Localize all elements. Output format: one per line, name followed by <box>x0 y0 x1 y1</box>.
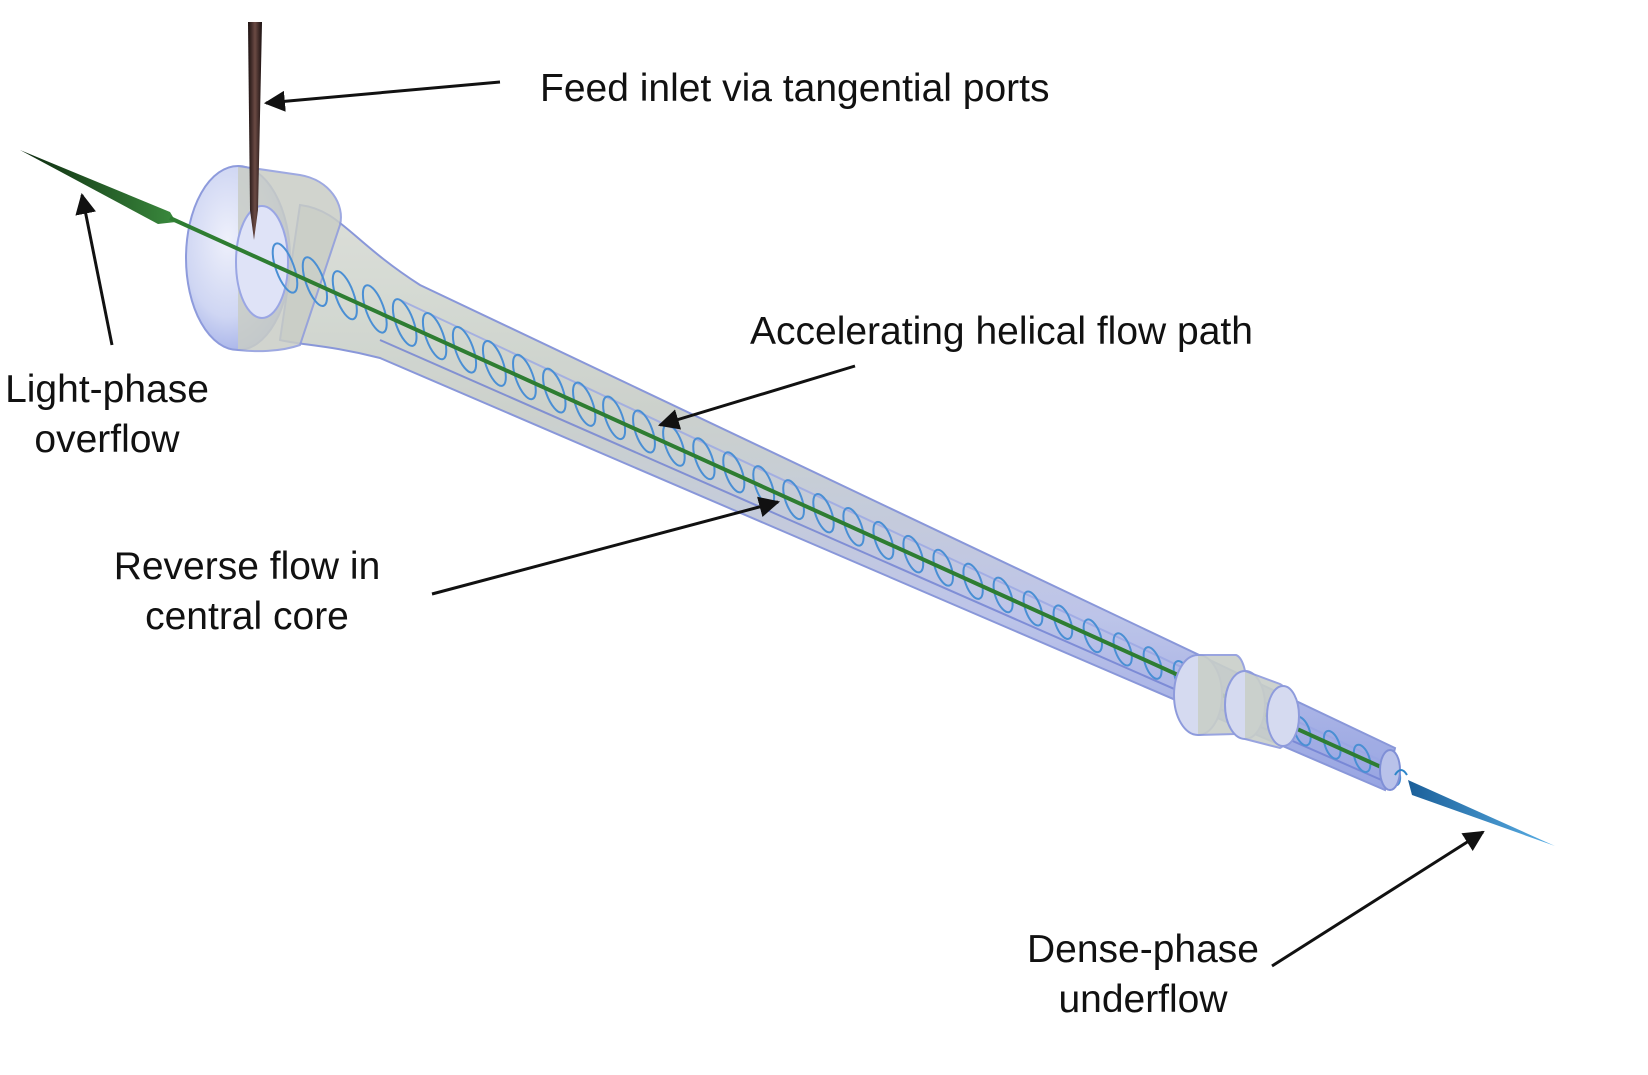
label-light-phase-line1: Light-phase <box>5 368 209 411</box>
helix-coil <box>782 479 805 521</box>
helix-coil <box>1112 632 1133 667</box>
label-feed-inlet: Feed inlet via tangential ports <box>540 64 1049 114</box>
helix-coil <box>692 437 716 481</box>
helix-coil <box>992 576 1014 614</box>
callout-arrows <box>75 80 1485 968</box>
helix-coil <box>872 520 895 560</box>
label-reverse-flow: Reverse flow in central core <box>105 542 389 642</box>
label-reverse-flow-line1: Reverse flow in <box>113 545 381 588</box>
helix-coil <box>1022 590 1044 627</box>
helix-coil <box>572 381 597 427</box>
label-light-phase-line2: overflow <box>34 418 180 461</box>
helix-coil <box>1352 743 1372 774</box>
underflow-jet <box>1408 780 1555 846</box>
helix-coil <box>481 339 507 387</box>
helix-coil <box>812 493 835 534</box>
helix-coil <box>1082 618 1103 654</box>
helix-coil <box>542 367 567 414</box>
arrow-helical-path <box>657 364 856 430</box>
label-dense-phase-line1: Dense-phase <box>1027 928 1259 971</box>
label-dense-phase-line2: underflow <box>1058 978 1228 1021</box>
label-helical-path-text: Accelerating helical flow path <box>750 310 1253 353</box>
helix-coil <box>1322 729 1342 760</box>
apex-tip <box>1379 749 1401 791</box>
helix-coil <box>271 242 299 294</box>
helix-coil <box>451 325 478 374</box>
helix-coil <box>1052 604 1074 640</box>
helix-coil <box>391 298 418 347</box>
helix-coil <box>602 395 627 441</box>
label-feed-inlet-text: Feed inlet via tangential ports <box>540 67 1050 110</box>
label-helical-path: Accelerating helical flow path <box>750 307 1253 357</box>
helix-coil <box>331 270 358 321</box>
arrow-reverse-flow <box>431 496 781 596</box>
overflow-jet <box>20 150 176 224</box>
label-light-phase: Light-phase overflow <box>0 365 214 465</box>
label-dense-phase: Dense-phase underflow <box>1018 925 1268 1025</box>
helix-coil <box>902 534 925 574</box>
label-reverse-flow-line2: central core <box>145 595 349 638</box>
helix-coil <box>842 506 865 547</box>
arrow-dense-phase <box>1271 830 1485 968</box>
helix-coil <box>722 451 746 494</box>
helix-coil <box>932 548 954 587</box>
helix-coil <box>301 256 329 307</box>
helix-coil <box>421 311 448 361</box>
arrow-feed-inlet <box>263 80 501 112</box>
apex-collars <box>1173 654 1300 750</box>
arrow-light-phase <box>75 192 114 346</box>
helix-coil <box>1142 646 1163 680</box>
helix-coil <box>962 562 984 600</box>
underflow-swirl <box>1394 769 1408 776</box>
helical-flow-path <box>271 242 1402 787</box>
cyclone-head-inner <box>235 205 289 319</box>
helix-coil <box>361 284 388 334</box>
helix-coil <box>512 353 537 401</box>
feed-inlet-pipe <box>248 22 262 240</box>
helix-coil <box>632 409 656 454</box>
